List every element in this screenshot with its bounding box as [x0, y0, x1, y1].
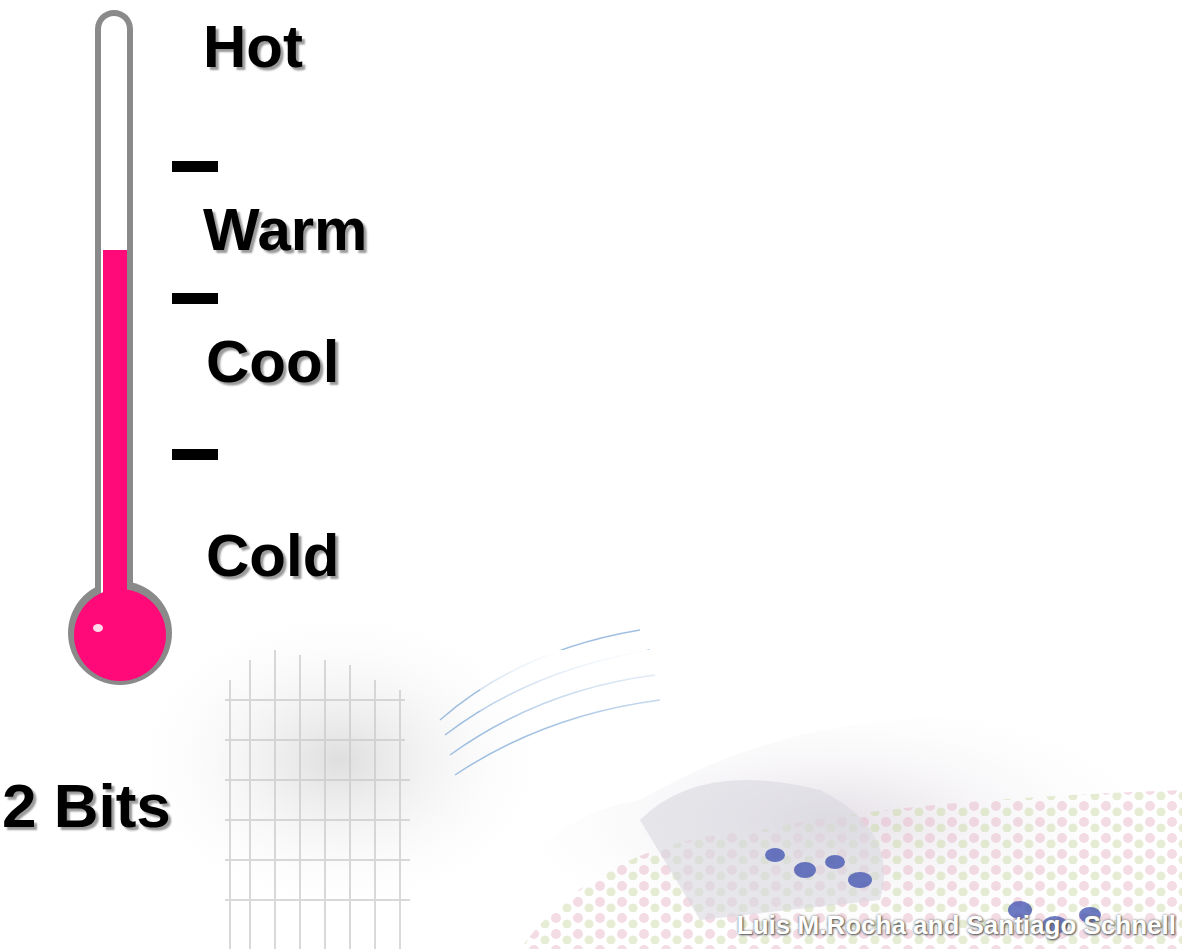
background-illustration	[120, 600, 1182, 949]
scale-label: Cool	[206, 332, 339, 392]
scale-label: Cold	[206, 526, 339, 586]
scale-label: Warm	[203, 200, 367, 260]
bit-count: 2 Bits	[2, 775, 171, 837]
author-credit: Luis M.Rocha and Santiago Schnell	[737, 912, 1176, 938]
scale-label: Hot	[203, 17, 303, 77]
thermometer	[68, 10, 172, 685]
